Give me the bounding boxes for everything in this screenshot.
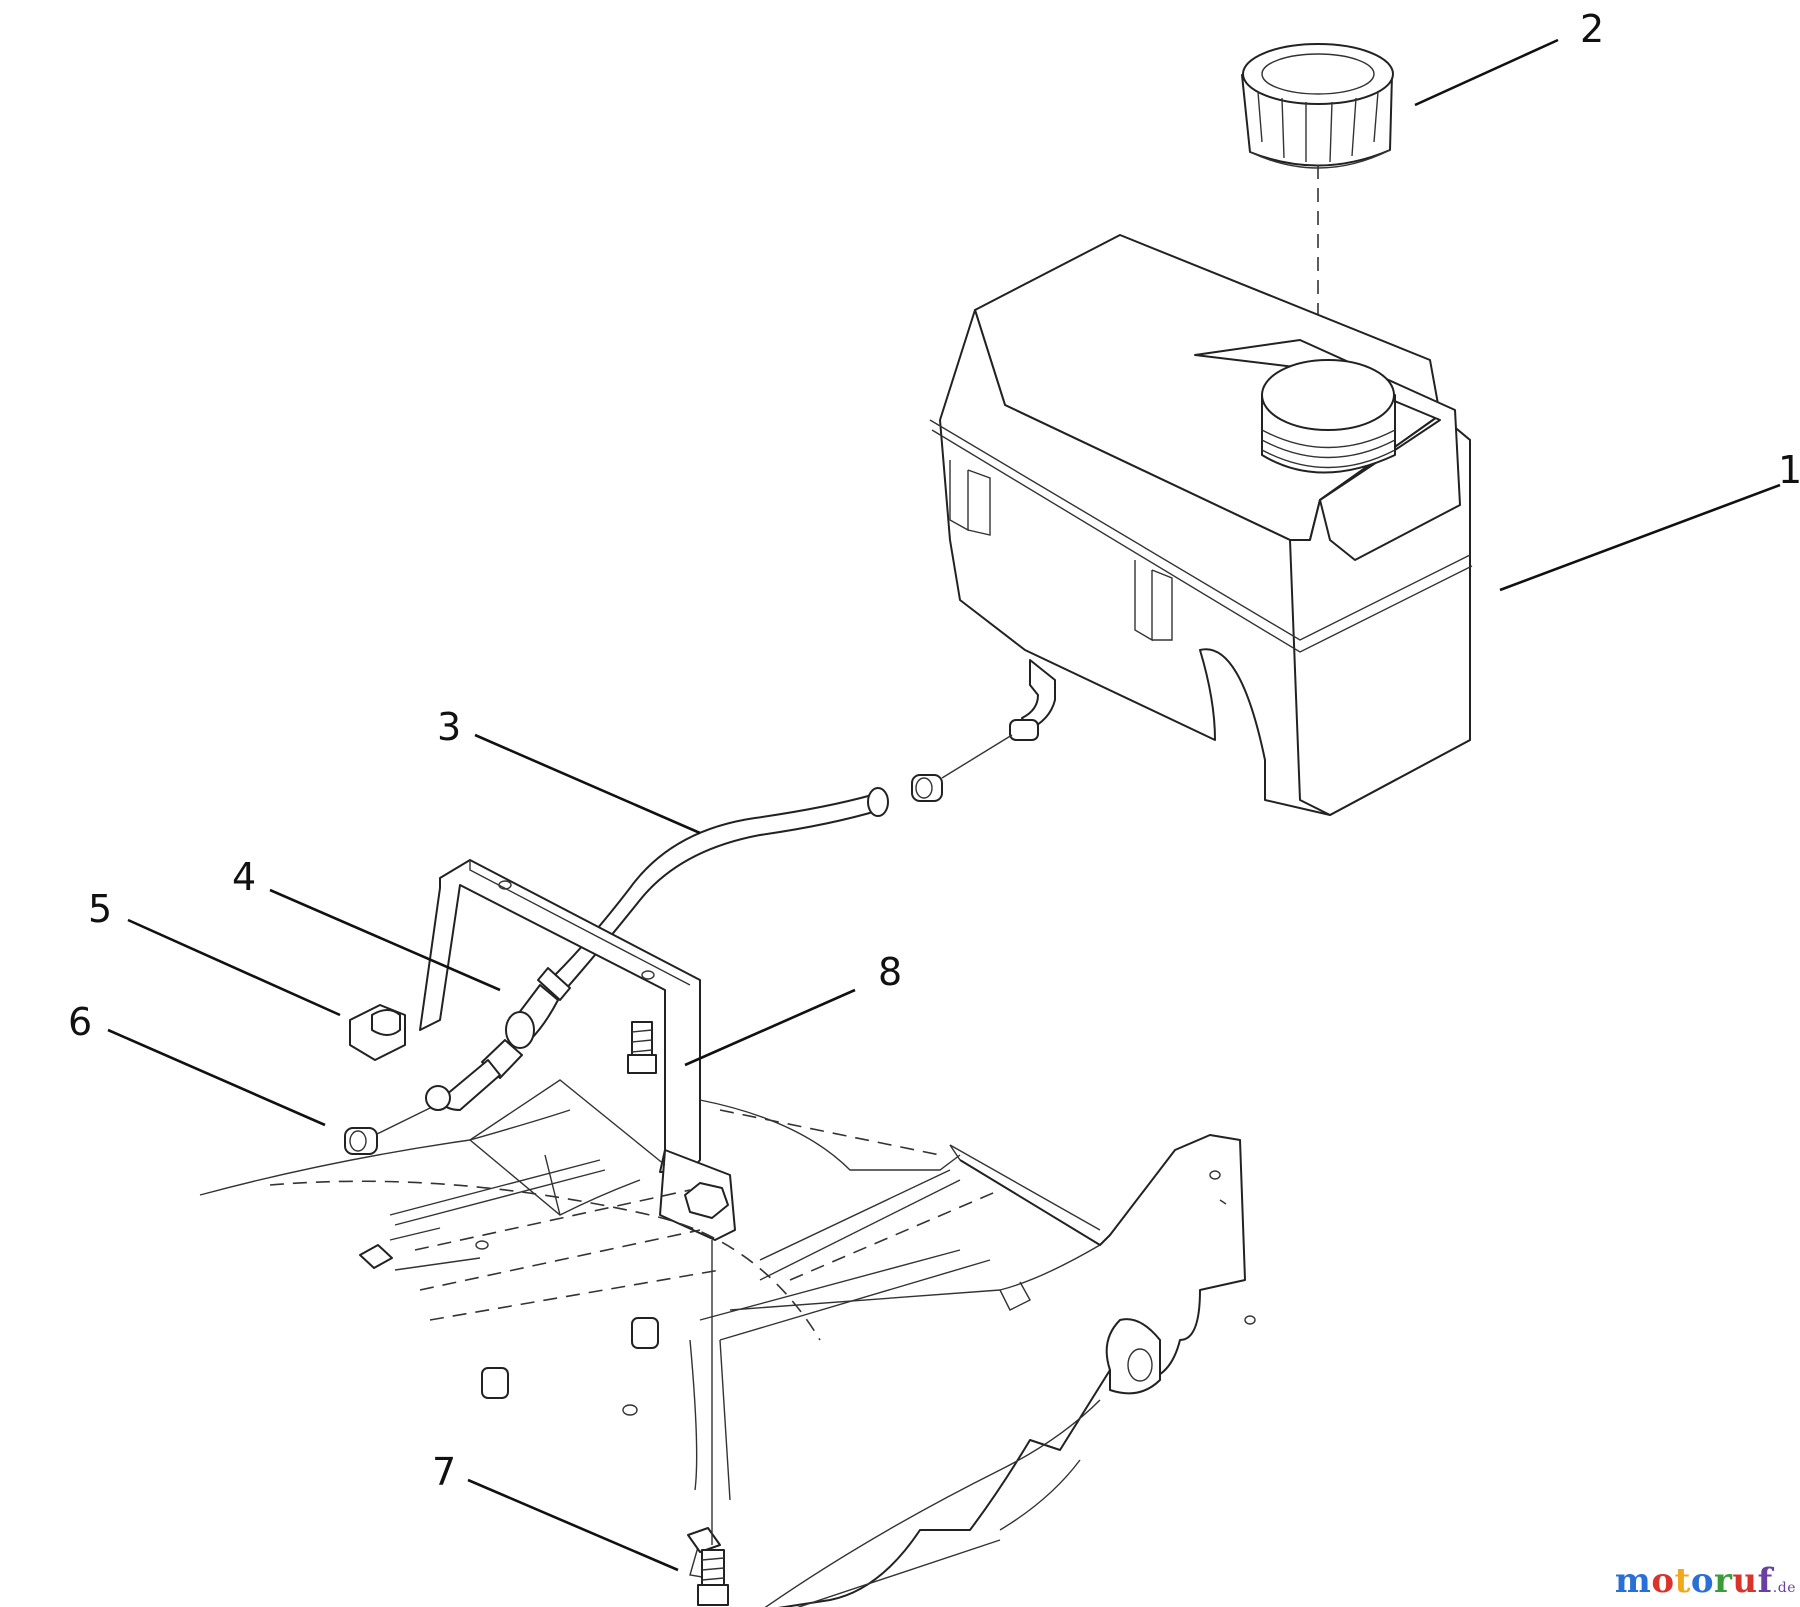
leader-line-1 [1499, 483, 1781, 592]
bolt-lower [697, 1549, 729, 1606]
watermark-text: motoruf [1615, 1561, 1773, 1601]
fuel-cap [1241, 43, 1394, 169]
callout-numbers: 1 2 3 4 5 6 7 8 [68, 7, 1800, 1494]
watermark-letter: r [1714, 1561, 1733, 1601]
callout-1: 1 [1778, 448, 1800, 492]
watermark-logo: motoruf.de [1615, 1561, 1796, 1601]
hose-clamp-lower [344, 1107, 431, 1155]
callout-8: 8 [878, 950, 902, 994]
leader-lines [107, 38, 1781, 1572]
callout-2: 2 [1580, 7, 1604, 51]
watermark-letter: t [1674, 1561, 1691, 1601]
leader-line-3 [474, 733, 701, 835]
callout-4: 4 [232, 855, 256, 899]
tank-bracket [349, 859, 736, 1241]
watermark-suffix: .de [1772, 1580, 1796, 1596]
watermark-letter: u [1732, 1561, 1758, 1601]
leader-line-4 [269, 888, 501, 992]
callout-3: 3 [437, 705, 461, 749]
hose-clamp-upper [911, 774, 943, 802]
bolt-upper [627, 1021, 657, 1074]
watermark-letter: o [1690, 1561, 1714, 1601]
watermark-letter: o [1651, 1561, 1675, 1601]
callout-6: 6 [68, 1000, 92, 1044]
callout-7: 7 [432, 1450, 456, 1494]
leader-line-7 [467, 1478, 679, 1572]
outlet-axis-line [941, 734, 1013, 779]
watermark-letter: m [1614, 1561, 1652, 1601]
shutoff-valve [425, 967, 571, 1111]
leader-line-5 [127, 918, 341, 1017]
fuel-tank [929, 234, 1473, 816]
callout-5: 5 [88, 887, 112, 931]
leader-line-6 [107, 1028, 326, 1127]
mower-deck [199, 1079, 1256, 1607]
watermark-letter: f [1757, 1561, 1773, 1601]
leader-line-8 [684, 988, 856, 1067]
leader-line-2 [1414, 38, 1559, 107]
